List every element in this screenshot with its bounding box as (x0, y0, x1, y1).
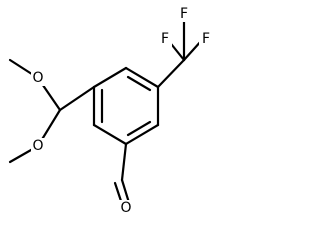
aldehyde-oxygen-label: O (120, 200, 131, 216)
ring-bond-c6-c1 (92, 66, 128, 89)
fluorine-left-label: F (161, 31, 169, 47)
ring-double-bond-inner-1 (126, 75, 152, 92)
methoxy-bottom-oxygen-label: O (32, 138, 43, 154)
methoxy-bottom-o-mask (31, 138, 45, 154)
ring-bond-c3-c4 (124, 123, 160, 146)
fluorine-left-mask (158, 31, 172, 47)
chemical-structure-diagram: O O O F F F (8, 6, 213, 216)
bond-ring-to-acetal-carbon (58, 85, 96, 112)
fluorine-top-mask (177, 6, 191, 22)
ring-bond-c1-c2 (124, 66, 160, 89)
fluorine-right-mask (199, 31, 213, 47)
atom-labels: O O O F F F (31, 6, 213, 216)
bond-ring-to-cf3-carbon (156, 58, 186, 89)
methoxy-top-oxygen-label: O (32, 70, 43, 86)
bond-ring-to-aldehyde-carbon (120, 142, 128, 182)
ring-double-bond-inner-2 (126, 120, 152, 137)
methoxy-top-o-mask (31, 70, 45, 86)
fluorine-top-label: F (180, 6, 188, 22)
ring-bond-c4-c5 (92, 123, 128, 146)
fluorine-right-label: F (202, 31, 210, 47)
aldehyde-o-mask (118, 200, 134, 216)
bonds (8, 16, 204, 209)
